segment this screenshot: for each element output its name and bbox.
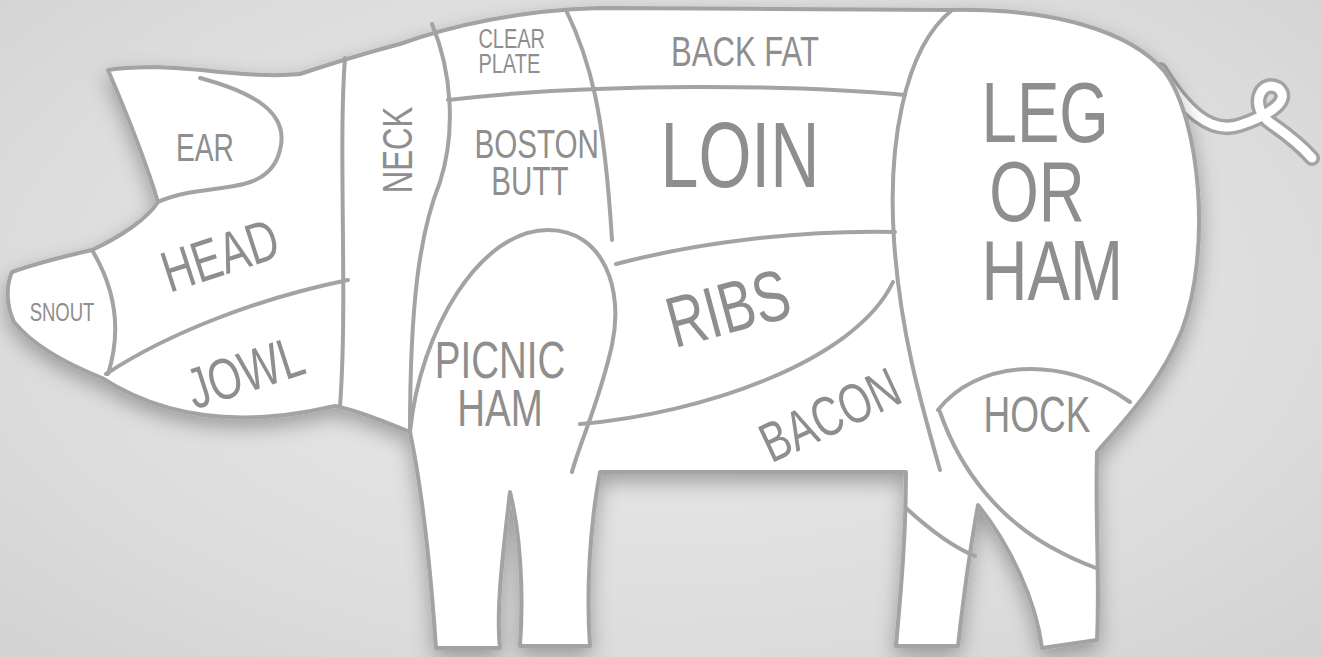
- cut-region: BOSTON BUTT: [475, 126, 586, 200]
- cut-name: EAR: [146, 131, 264, 166]
- cut-region: CLEAR PLATE: [478, 27, 537, 77]
- cut-name: CLEAR PLATE: [478, 27, 537, 77]
- cut-region: EAR: [146, 131, 264, 166]
- cut-region: NECK: [379, 76, 418, 224]
- cut-name: SNOUT: [25, 301, 99, 324]
- cut-name: NECK: [379, 76, 418, 224]
- cut-region: JOWL: [159, 321, 330, 422]
- cut-region: PICNIC HAM: [430, 337, 571, 433]
- cut-name: BACON: [739, 354, 922, 476]
- cut-region: RIBS: [630, 252, 826, 364]
- cut-region: BACK FAT: [634, 33, 856, 72]
- cut-name: HEAD: [141, 207, 298, 303]
- cut-region: HEAD: [141, 207, 298, 303]
- cut-name: PICNIC HAM: [430, 337, 571, 433]
- cut-name: HOCK: [970, 392, 1103, 438]
- cut-name: RIBS: [630, 252, 826, 364]
- cut-region: BACON: [739, 354, 922, 476]
- cut-lines: [92, 10, 1130, 568]
- cut-region: LOIN: [622, 113, 859, 198]
- cut-name: JOWL: [159, 321, 330, 422]
- cut-region: HOCK: [970, 392, 1103, 438]
- pig-silhouette: [8, 8, 1199, 648]
- cut-name: LOIN: [622, 113, 859, 198]
- cut-name: LEG OR HAM: [982, 73, 1093, 310]
- cut-region: LEG OR HAM: [982, 73, 1093, 310]
- cut-name: BACK FAT: [634, 33, 856, 72]
- cut-name: BOSTON BUTT: [475, 126, 586, 200]
- cut-region: SNOUT: [25, 301, 99, 324]
